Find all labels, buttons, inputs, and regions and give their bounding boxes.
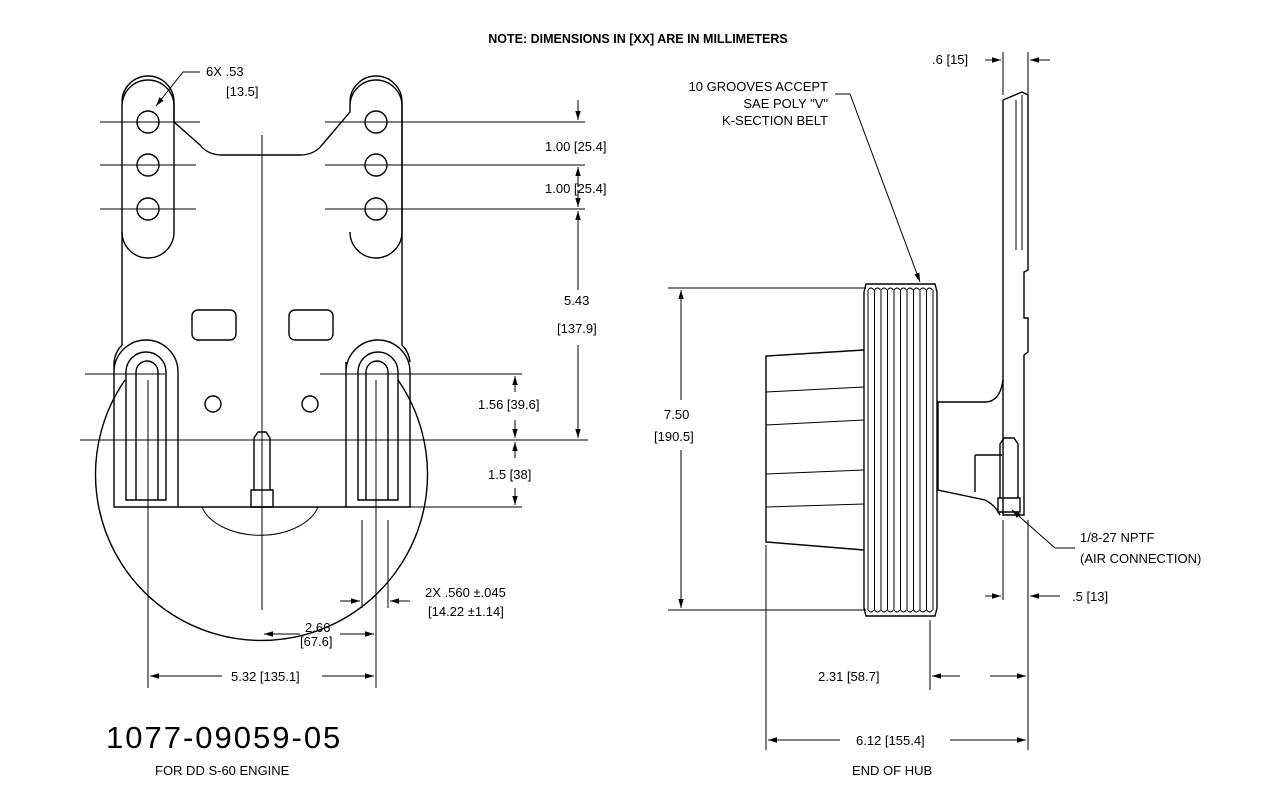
dim-1-56: 1.56 [39.6] xyxy=(478,397,539,412)
side-view: 7.50 [190.5] .6 [15] 10 GROOVES ACCEPT S… xyxy=(654,52,1201,750)
air-fitting xyxy=(997,437,1021,513)
right-caption: END OF HUB xyxy=(852,763,932,778)
holes-callout: 6X .53 xyxy=(206,64,244,79)
grooves-note-3: K-SECTION BELT xyxy=(722,113,828,128)
grooves-note-1: 10 GROOVES ACCEPT xyxy=(689,79,828,94)
dim-2-66: 2.66 xyxy=(305,620,330,635)
small-hole xyxy=(204,395,222,413)
groove-rib xyxy=(874,609,881,613)
dim-slot-width: 2X .560 ±.045 xyxy=(425,585,506,600)
dim-0-5: .5 [13] xyxy=(1072,589,1108,604)
small-hole xyxy=(301,395,319,413)
dim-5-32: 5.32 [135.1] xyxy=(231,669,300,684)
groove-rib xyxy=(906,287,914,291)
dim-7-50-mm: [190.5] xyxy=(654,429,694,444)
left-hole-ear xyxy=(121,75,175,259)
rect-cutout xyxy=(191,309,237,341)
dim-hole-spacing-2: 1.00 [25.4] xyxy=(545,181,606,196)
dim-plate-thickness: .6 [15] xyxy=(932,52,968,67)
right-slot xyxy=(345,339,411,508)
groove-rib xyxy=(919,287,927,291)
pulley-grooves xyxy=(867,287,934,613)
groove-rib xyxy=(867,287,875,291)
hub xyxy=(765,349,865,551)
dim-2-31: 2.31 [58.7] xyxy=(818,669,879,684)
groove-rib xyxy=(913,609,920,613)
groove-rib xyxy=(900,287,907,291)
part-number: 1077-09059-05 xyxy=(106,720,342,755)
dim-5-43-mm: [137.9] xyxy=(557,321,597,336)
left-slot xyxy=(113,339,179,508)
groove-rib xyxy=(906,609,914,613)
dim-hole-spacing-1: 1.00 [25.4] xyxy=(545,139,606,154)
grooves-note-2: SAE POLY "V" xyxy=(743,96,828,111)
dim-7-50: 7.50 xyxy=(664,407,689,422)
groove-rib xyxy=(893,609,901,613)
right-hole-ear xyxy=(349,75,403,259)
dim-5-43: 5.43 xyxy=(564,293,589,308)
left-caption: FOR DD S-60 ENGINE xyxy=(155,763,290,778)
groove-rib xyxy=(867,609,875,613)
groove-rib xyxy=(880,287,888,291)
dim-1-5: 1.5 [38] xyxy=(488,467,531,482)
support-body xyxy=(937,379,1004,516)
pulley-hub-arc xyxy=(201,506,319,536)
groove-rib xyxy=(887,287,894,291)
rect-cutout xyxy=(288,309,334,341)
dim-6-12: 6.12 [155.4] xyxy=(856,733,925,748)
groove-rib xyxy=(926,287,933,291)
center-bolt xyxy=(250,431,274,508)
groove-rib xyxy=(887,609,894,613)
dim-2-66-mm: [67.6] xyxy=(300,634,333,649)
nptf-note-1: 1/8-27 NPTF xyxy=(1080,530,1154,545)
front-view: 6X .53 [13.5] 1.00 [25.4] 1.00 [25.4] 5.… xyxy=(80,64,606,688)
groove-rib xyxy=(880,609,888,613)
groove-rib xyxy=(926,609,933,613)
grooved-pulley xyxy=(863,283,938,617)
groove-rib xyxy=(893,287,901,291)
dimension-note: NOTE: DIMENSIONS IN [XX] ARE IN MILLIMET… xyxy=(488,32,788,46)
groove-rib xyxy=(913,287,920,291)
groove-rib xyxy=(919,609,927,613)
pulley-outline xyxy=(94,379,429,642)
nptf-note-2: (AIR CONNECTION) xyxy=(1080,551,1201,566)
bracket-outline xyxy=(121,79,411,363)
dim-slot-width-mm: [14.22 ±1.14] xyxy=(428,604,504,619)
holes-callout-mm: [13.5] xyxy=(226,84,259,99)
groove-rib xyxy=(874,287,881,291)
groove-rib xyxy=(900,609,907,613)
